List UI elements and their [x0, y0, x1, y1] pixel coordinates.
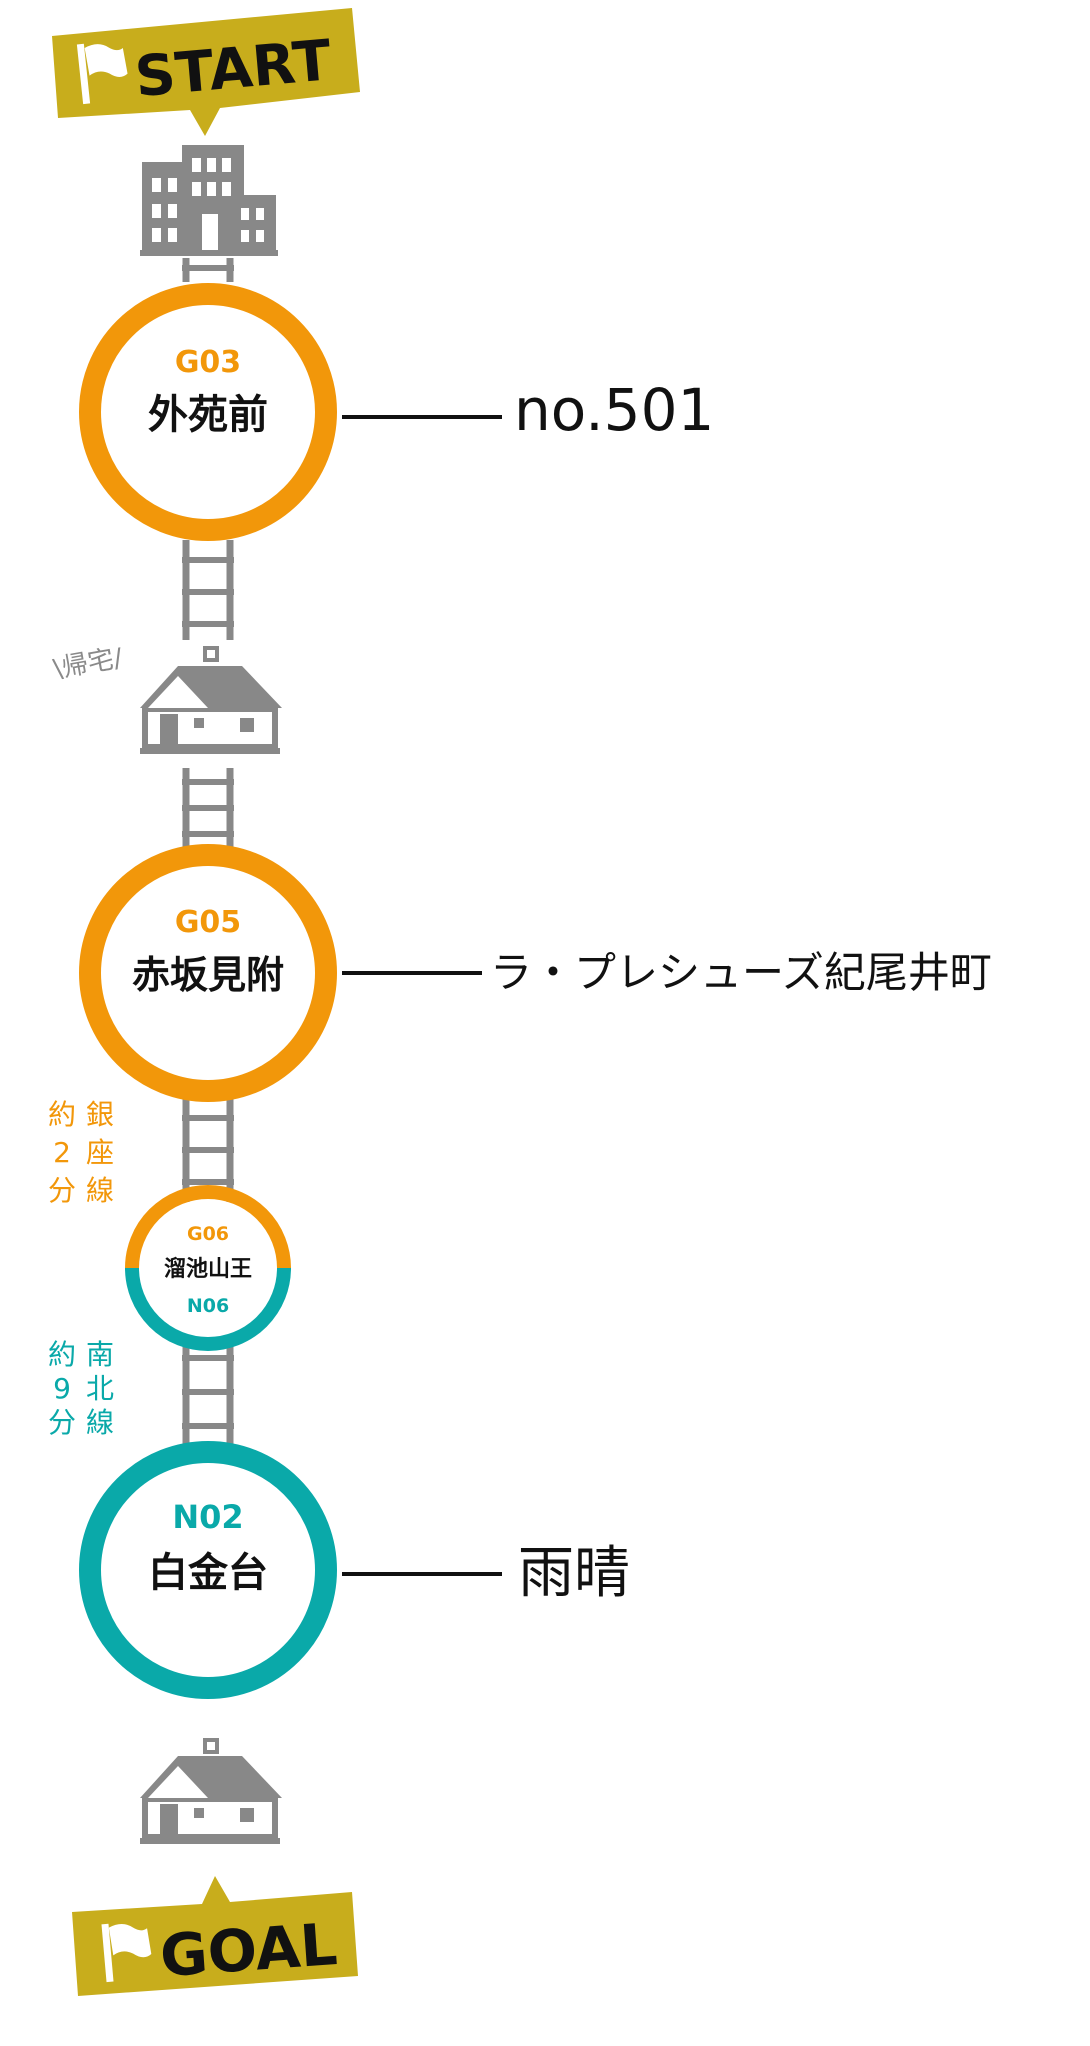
- station-g05: G05 赤坂見附 ラ・プレシューズ紀尾井町: [79, 844, 992, 1102]
- track-segment: [182, 768, 234, 848]
- segment-note-char: 2: [53, 1136, 71, 1169]
- station-name: 白金台: [148, 1550, 268, 1596]
- station-annotation: no.501: [514, 376, 714, 444]
- segment-note-char: 線: [86, 1406, 114, 1439]
- station-name: 赤坂見附: [132, 953, 284, 997]
- station-name: 外苑前: [148, 392, 268, 438]
- segment-note-char: 9: [53, 1372, 71, 1405]
- flag-icon: [101, 1923, 152, 1983]
- flag-icon: [76, 43, 128, 105]
- segment-note-char: 線: [86, 1174, 114, 1207]
- segment-note-char: 約: [48, 1098, 76, 1131]
- track-segment: [182, 540, 234, 640]
- start-banner: START: [52, 8, 360, 136]
- segment-note-char: 分: [48, 1406, 76, 1439]
- goal-label: GOAL: [158, 1910, 340, 1990]
- station-code: N02: [172, 1498, 243, 1536]
- station-name: 溜池山王: [164, 1256, 252, 1282]
- station-annotation: 雨晴: [518, 1541, 630, 1606]
- home-note: \帰宅/: [51, 643, 125, 685]
- track-segment: [182, 258, 234, 282]
- segment-note-char: 分: [48, 1174, 76, 1207]
- house-icon: [140, 1738, 282, 1844]
- station-n02: N02 白金台 雨晴: [79, 1441, 630, 1699]
- track-segment: [182, 1336, 234, 1448]
- station-g03: G03 外苑前 no.501: [79, 283, 714, 541]
- segment-note-char: 座: [86, 1136, 114, 1169]
- segment-note-namboku: 約 9 分 南 北 線: [48, 1338, 114, 1439]
- station-g06-n06: G06 溜池山王 N06: [125, 1185, 291, 1351]
- segment-note-char: 北: [86, 1372, 114, 1405]
- building-icon: [140, 145, 278, 256]
- segment-note-ginza: 約 2 分 銀 座 線: [48, 1098, 114, 1207]
- track-segment: [182, 1096, 234, 1202]
- station-code: G03: [175, 345, 241, 380]
- segment-note-char: 約: [48, 1338, 76, 1371]
- segment-note-char: 銀: [86, 1098, 114, 1131]
- station-code: G05: [175, 905, 241, 940]
- station-code-top: G06: [187, 1223, 229, 1245]
- station-annotation: ラ・プレシューズ紀尾井町: [490, 948, 992, 997]
- goal-banner: GOAL: [72, 1876, 358, 1996]
- segment-note-char: 南: [86, 1338, 114, 1371]
- house-icon: [140, 646, 282, 754]
- station-code-bottom: N06: [187, 1295, 229, 1317]
